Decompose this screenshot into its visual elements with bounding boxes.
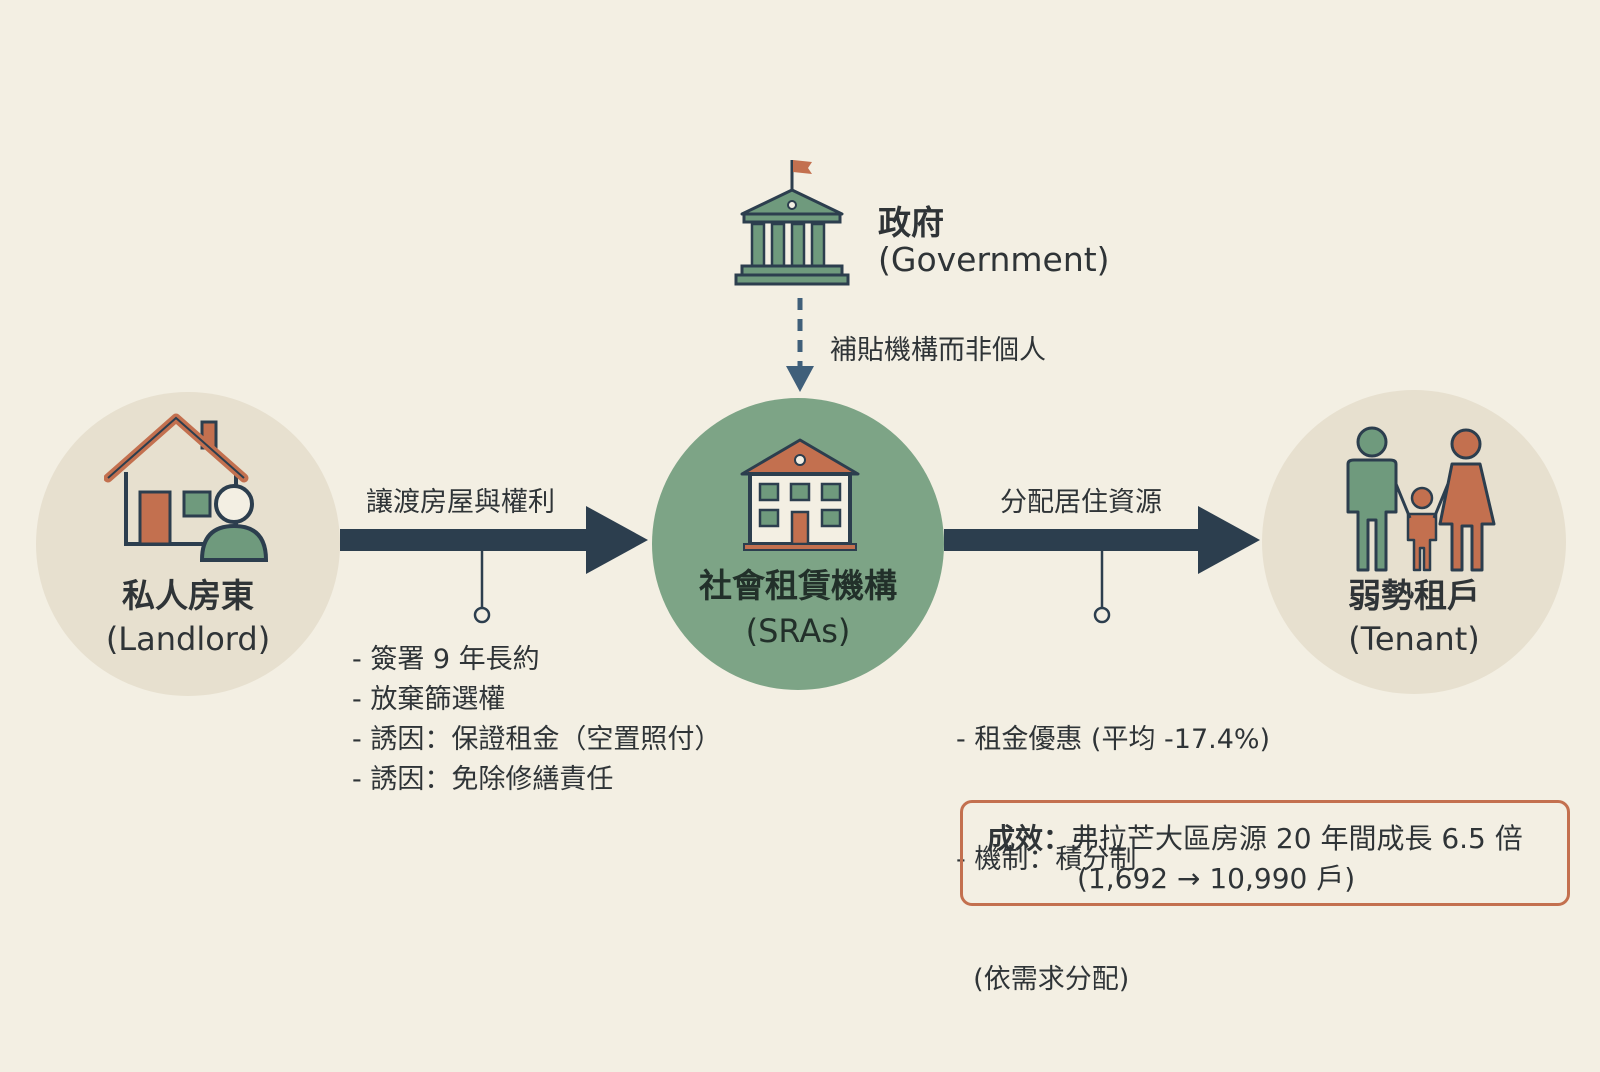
result-line2: (1,692 → 10,990 戶) <box>1077 862 1356 895</box>
allocation-arrow <box>944 506 1260 574</box>
subsidy-label: 補貼機構而非個人 <box>830 335 1046 366</box>
government-title: 政府 <box>878 203 944 242</box>
result-label: 成效： <box>987 822 1072 855</box>
tenant-title: 弱勢租戶 <box>1348 576 1480 615</box>
list-item: - 放棄篩選權 <box>352 684 506 715</box>
transfer-callout-pin <box>473 550 491 624</box>
list-item: - 租金優惠 (平均 -17.4%) <box>956 724 1271 755</box>
list-item: - 誘因：免除修繕責任 <box>352 764 614 795</box>
family-icon <box>1346 426 1496 572</box>
list-item: (依需求分配) <box>956 964 1130 995</box>
list-item: - 簽署 9 年長約 <box>352 644 540 675</box>
transfer-arrow <box>340 506 648 574</box>
government-building-icon <box>734 160 850 286</box>
sra-title: 社會租賃機構 <box>699 566 897 605</box>
sra-subtitle: (SRAs) <box>745 612 851 650</box>
transfer-label: 讓渡房屋與權利 <box>366 487 555 518</box>
landlord-subtitle: (Landlord) <box>105 620 271 658</box>
subsidy-dashed-arrow <box>786 298 814 392</box>
list-item: - 誘因：保證租金（空置照付） <box>352 724 722 755</box>
allocation-label: 分配居住資源 <box>1000 487 1162 518</box>
tenant-subtitle: (Tenant) <box>1348 620 1480 658</box>
result-line1: 弗拉芒大區房源 20 年間成長 6.5 倍 <box>1071 822 1523 855</box>
house-with-person-icon <box>104 413 269 562</box>
result-box: 成效：弗拉芒大區房源 20 年間成長 6.5 倍 (1,692 → 10,990… <box>960 800 1570 906</box>
allocation-callout-pin <box>1093 550 1111 624</box>
landlord-title: 私人房東 <box>122 576 254 615</box>
government-subtitle: (Government) <box>878 240 1110 279</box>
institution-building-icon <box>740 438 860 551</box>
transfer-details-list: - 簽署 9 年長約 - 放棄篩選權 - 誘因：保證租金（空置照付） - 誘因：… <box>352 640 721 800</box>
